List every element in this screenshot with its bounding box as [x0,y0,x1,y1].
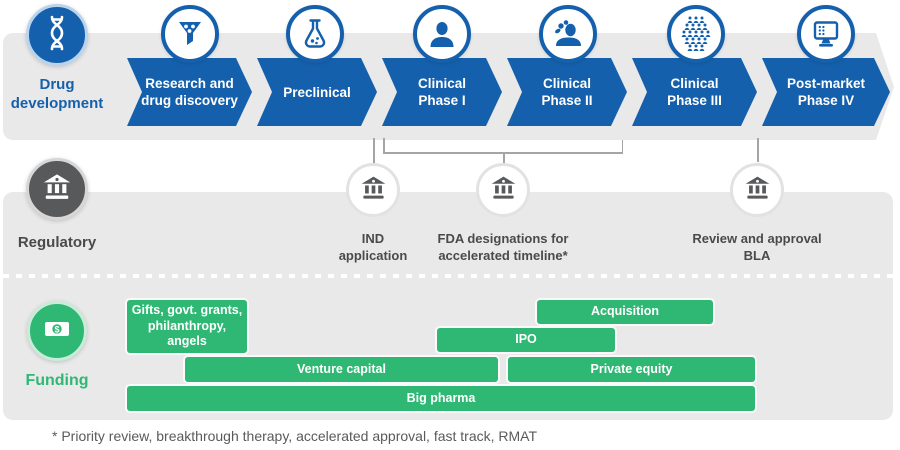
milestone-ind-label: IND application [338,231,408,263]
bank-icon [42,172,72,207]
milestone-bla-badge [730,163,784,217]
milestone-bla-label: Review and approval BLA [692,231,822,263]
funding-bar-label: Private equity [590,361,673,376]
funding-category-badge: $ [27,301,87,361]
stage-label: Clinical Phase III [667,76,722,108]
connector-bracket-left-tick [383,138,385,153]
drug-development-label: Drug development [10,76,104,112]
connector-bla [757,138,759,162]
stage-clinical-phase-1: Clinical Phase I [382,58,502,126]
crowd-icon [667,5,725,63]
funding-bar-ipo: IPO [437,328,615,352]
funding-bar-venture-capital: Venture capital [185,357,498,382]
funding-bar-acquisition: Acquisition [537,300,713,324]
people-group-icon [539,5,597,63]
bank-icon [490,175,517,206]
regulatory-category-badge [26,158,88,220]
stage-clinical-phase-3: Clinical Phase III [632,58,757,126]
stage-label: Research and drug discovery [141,76,238,108]
milestone-ind-badge [346,163,400,217]
person-icon [413,5,471,63]
funding-label: Funding [25,372,89,389]
stage-preclinical: Preclinical [257,58,377,126]
money-icon: $ [41,313,73,350]
stage-clinical-phase-2: Clinical Phase II [507,58,627,126]
connector-ind [373,138,375,164]
bank-icon [360,175,387,206]
funnel-icon [161,5,219,63]
svg-text:$: $ [54,324,59,334]
connector-bracket-right-tick [621,140,623,153]
funding-bar-label: Venture capital [297,361,386,376]
funding-bar-big-pharma: Big pharma [127,386,755,411]
funding-bar-private-equity: Private equity [508,357,755,382]
funding-bar-label: Acquisition [590,304,660,319]
footnote: * Priority review, breakthrough therapy,… [52,428,538,444]
funding-bar-label: IPO [515,332,537,347]
milestone-fda-label: FDA designations for accelerated timelin… [437,231,569,263]
stage-post-market-phase-4: Post-market Phase IV [762,58,890,126]
drug-development-category-badge [26,4,88,66]
funding-bar-label: Gifts, govt. grants, philanthropy, angel… [131,303,243,349]
connector-fda-drop [503,152,505,165]
milestone-fda-badge [476,163,530,217]
dashed-separator [3,274,893,278]
flask-icon [286,5,344,63]
stage-label: Clinical Phase II [541,76,593,108]
monitor-icon [797,5,855,63]
funding-bar-label: Big pharma [406,390,476,405]
stage-research-drug-discovery: Research and drug discovery [127,58,252,126]
funding-bar-gifts-grants: Gifts, govt. grants, philanthropy, angel… [127,300,247,353]
stage-label: Post-market Phase IV [786,76,866,108]
dna-icon [40,13,74,58]
stage-label: Preclinical [283,84,351,100]
bank-icon [744,175,771,206]
stage-label: Clinical Phase I [417,76,466,108]
regulatory-label: Regulatory [17,234,97,251]
